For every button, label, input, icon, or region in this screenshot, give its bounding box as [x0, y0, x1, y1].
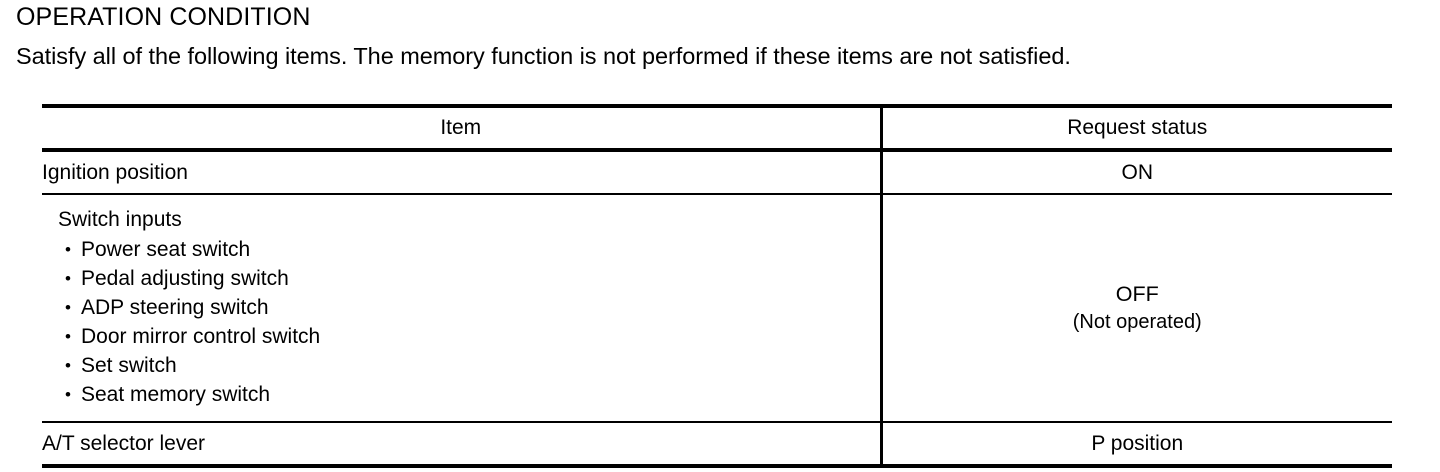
table-header: Item Request status — [42, 104, 1392, 152]
operation-condition-table-wrapper: Item Request status Ignition position ON… — [42, 104, 1392, 468]
list-item: • Set switch — [58, 351, 880, 380]
switch-inputs-title: Switch inputs — [58, 208, 182, 231]
list-item: • ADP steering switch — [58, 293, 880, 322]
bullet-icon: • — [65, 298, 71, 317]
operation-condition-table: Item Request status Ignition position ON… — [42, 104, 1392, 468]
list-item-label: Pedal adjusting switch — [81, 267, 289, 290]
row-item-ignition-position: Ignition position — [42, 150, 881, 195]
table-row: Switch inputs • Power seat switch • Peda… — [42, 194, 1393, 423]
column-header-item: Item — [42, 104, 881, 152]
bullet-icon: • — [65, 269, 71, 288]
list-item: • Power seat switch — [58, 235, 880, 264]
table-body: Ignition position ON Switch inputs • Pow… — [42, 150, 1393, 468]
bullet-icon: • — [65, 385, 71, 404]
table-row: Ignition position ON — [42, 150, 1392, 195]
table-row: A/T selector lever P position — [42, 422, 1392, 468]
bullet-icon: • — [65, 327, 71, 346]
status-value-primary: OFF — [1115, 282, 1159, 306]
row-status-ignition-position: ON — [879, 150, 1392, 195]
list-item-label: Set switch — [81, 354, 177, 377]
status-value-stack: OFF (Not operated) — [883, 280, 1393, 336]
status-value-note: (Not operated) — [1072, 311, 1202, 333]
list-item: • Door mirror control switch — [58, 322, 880, 351]
list-item: • Seat memory switch — [58, 380, 880, 409]
list-item-label: Seat memory switch — [81, 383, 271, 406]
switch-inputs-block: Switch inputs • Power seat switch • Peda… — [42, 195, 880, 421]
table-header-row: Item Request status — [42, 104, 1392, 152]
row-item-switch-inputs: Switch inputs • Power seat switch • Peda… — [42, 194, 881, 423]
row-item-at-selector-lever: A/T selector lever — [42, 422, 881, 468]
list-item-label: Door mirror control switch — [81, 325, 321, 348]
bullet-icon: • — [65, 240, 71, 259]
row-status-at-selector-lever: P position — [879, 422, 1392, 468]
bullet-icon: • — [65, 356, 71, 375]
list-item-label: Power seat switch — [81, 238, 251, 261]
page-subtitle: Satisfy all of the following items. The … — [16, 43, 1071, 69]
list-item: • Pedal adjusting switch — [58, 264, 880, 293]
row-status-switch-inputs: OFF (Not operated) — [879, 194, 1393, 423]
page-title: OPERATION CONDITION — [16, 3, 311, 31]
switch-inputs-list: • Power seat switch • Pedal adjusting sw… — [58, 235, 880, 409]
list-item-label: ADP steering switch — [81, 296, 269, 319]
column-header-request-status: Request status — [879, 104, 1392, 152]
